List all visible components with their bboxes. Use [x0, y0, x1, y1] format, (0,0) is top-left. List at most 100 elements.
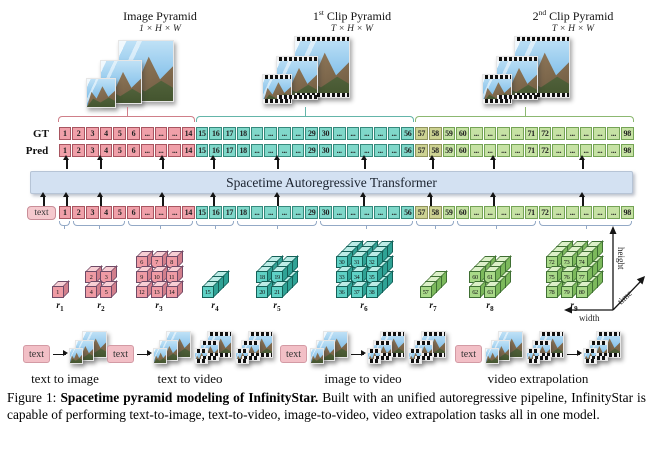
- film-sprockets: [277, 95, 317, 99]
- token-cell: 71: [524, 127, 538, 140]
- token-cell: 71: [524, 144, 538, 157]
- token-cube: 13: [150, 286, 163, 298]
- token-cell: 30: [319, 206, 332, 219]
- token-cell: 4: [99, 206, 113, 219]
- token-cell: 1: [58, 206, 72, 219]
- token-cube: 10: [150, 271, 163, 283]
- token-cube: 62: [469, 286, 481, 298]
- token-cell: ...: [332, 144, 346, 157]
- mini-clip-pyramid: [194, 331, 232, 367]
- token-cube: 11: [165, 271, 178, 283]
- up-arrow: [97, 192, 103, 206]
- text-input-token: text: [27, 206, 56, 220]
- token-cube: 32: [365, 256, 378, 268]
- caption-figure-no: Figure 1:: [7, 390, 57, 405]
- token-cell: 58: [428, 144, 442, 157]
- scale-label: r6: [360, 301, 368, 313]
- token-cell: ...: [140, 206, 154, 219]
- token-cell: ...: [140, 127, 154, 140]
- film-frame: [414, 340, 433, 361]
- film-sprockets: [483, 99, 511, 103]
- token-cell: 6: [127, 206, 140, 219]
- token-cell: ...: [593, 206, 607, 219]
- scale-label: r9: [570, 301, 578, 313]
- up-arrow: [361, 155, 367, 169]
- up-arrow: [159, 192, 165, 206]
- film-sprockets: [415, 341, 432, 345]
- up-arrow: [274, 192, 280, 206]
- token-cube: 75: [545, 271, 558, 283]
- scale-underbrace: [237, 221, 317, 229]
- token-cell: 71: [524, 206, 538, 219]
- clip1-pyramid-dims: T × H × W: [330, 24, 374, 34]
- token-cube: 79: [560, 286, 573, 298]
- token-cell: ...: [277, 206, 291, 219]
- up-arrow: [40, 192, 46, 206]
- token-cell: 29: [305, 127, 319, 140]
- token-cell: 60: [456, 127, 469, 140]
- token-cell: 72: [538, 127, 552, 140]
- token-cell: ...: [607, 206, 620, 219]
- token-cell: ...: [360, 144, 373, 157]
- caption-bold: Spacetime pyramid modeling of InfinitySt…: [60, 390, 319, 405]
- mini-image-pyramid: [310, 331, 348, 367]
- film-sprockets: [242, 341, 259, 345]
- figure-caption: Figure 1: Spacetime pyramid modeling of …: [7, 389, 646, 424]
- token-cube: 57: [419, 286, 432, 298]
- token-cell: ...: [497, 144, 511, 157]
- scale-label: r4: [211, 301, 219, 313]
- token-cell: ...: [565, 144, 579, 157]
- image-frame: [485, 348, 499, 364]
- mini-clip-pyramid: [235, 331, 273, 367]
- film-sprockets: [201, 356, 218, 360]
- up-arrow: [210, 192, 216, 206]
- up-arrow: [490, 192, 496, 206]
- up-arrow: [63, 192, 69, 206]
- scale-label: r2: [97, 301, 105, 313]
- token-cell: ...: [168, 206, 181, 219]
- film-sprockets: [515, 93, 569, 97]
- token-cell: ...: [579, 144, 593, 157]
- film-sprockets: [590, 341, 607, 345]
- film-sprockets: [208, 332, 231, 336]
- token-cell: 56: [401, 206, 415, 219]
- up-arrow: [579, 155, 585, 169]
- film-sprockets: [415, 356, 432, 360]
- token-cell: 17: [223, 206, 236, 219]
- film-sprockets: [381, 332, 404, 336]
- token-cell: ...: [483, 144, 497, 157]
- token-cell: ...: [552, 144, 565, 157]
- token-cell: 3: [85, 144, 99, 157]
- token-cell: ...: [264, 144, 277, 157]
- token-cell: 60: [456, 144, 469, 157]
- film-sprockets: [584, 359, 596, 363]
- token-cell: ...: [332, 206, 346, 219]
- token-cell: 2: [72, 144, 85, 157]
- film-sprockets: [236, 349, 248, 353]
- mini-clip-pyramid: [526, 331, 564, 367]
- token-cell: ...: [277, 127, 291, 140]
- token-cell: ...: [277, 144, 291, 157]
- token-cell: 30: [319, 144, 332, 157]
- up-arrow: [63, 155, 69, 169]
- film-sprockets: [295, 37, 349, 41]
- token-cell: 56: [401, 144, 415, 157]
- token-cell: 3: [85, 127, 99, 140]
- token-cell: ...: [140, 144, 154, 157]
- token-cube: 37: [350, 286, 363, 298]
- mini-clip-pyramid: [408, 331, 446, 367]
- film-sprockets: [374, 356, 391, 360]
- task-text-to-image: text: [23, 330, 107, 368]
- token-cell: 15: [195, 127, 209, 140]
- token-cube: 19: [271, 271, 283, 283]
- token-cell: 60: [456, 206, 469, 219]
- scale-underbrace: [127, 221, 194, 229]
- token-cell: 72: [538, 144, 552, 157]
- text-token: text: [107, 345, 134, 363]
- token-cell: ...: [373, 144, 387, 157]
